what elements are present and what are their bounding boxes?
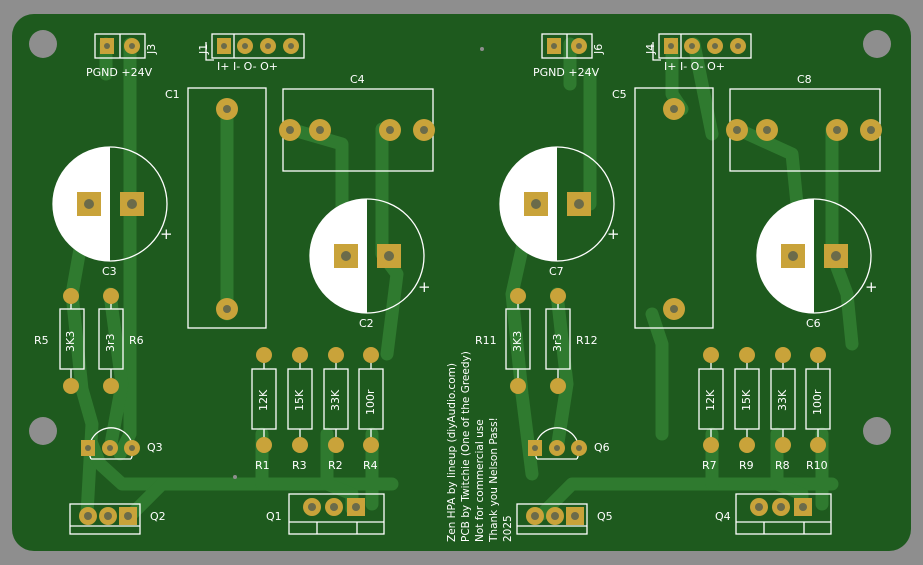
label-c2: C2 [359, 317, 374, 330]
label-j3: J3 [145, 43, 158, 54]
pads [63, 38, 882, 525]
value-r7: 12K [704, 389, 717, 411]
label-r4: R4 [363, 459, 378, 472]
label-q2: Q2 [150, 510, 166, 523]
label-r2: R2 [328, 459, 343, 472]
label-c7: C7 [549, 265, 564, 278]
value-r1: 12K [257, 389, 270, 411]
label-c3: C3 [102, 265, 117, 278]
value-r5: 3K3 [64, 330, 77, 352]
value-r3: 15K [293, 389, 306, 411]
board-substrate [12, 14, 911, 551]
credit-line: Thank you Nelson Pass! [488, 417, 500, 542]
label-c1: C1 [165, 88, 180, 101]
label-r1: R1 [255, 459, 270, 472]
value-r12: 3r3 [551, 333, 564, 352]
polarity-plus-c3: + [160, 225, 173, 243]
pcb-artwork [12, 14, 911, 551]
value-r9: 15K [740, 389, 753, 411]
credit-line: 2025 [502, 515, 514, 542]
label-j6: J6 [592, 43, 605, 54]
label-r7: R7 [702, 459, 717, 472]
label-r6: R6 [129, 334, 144, 347]
value-r10: 100r [811, 389, 824, 415]
polarity-plus-c7: + [607, 225, 620, 243]
label-pgnd-right: PGND +24V [533, 66, 600, 79]
label-c6: C6 [806, 317, 821, 330]
label-r8: R8 [775, 459, 790, 472]
label-r3: R3 [292, 459, 307, 472]
label-r5: R5 [34, 334, 49, 347]
label-q1: Q1 [266, 510, 282, 523]
credit-line: PCB by Twitchie (One of the Greedy) [460, 351, 472, 542]
label-j4: J4 [644, 43, 657, 54]
label-r9: R9 [739, 459, 754, 472]
polarity-plus-c2: + [418, 278, 431, 296]
label-r11: R11 [475, 334, 497, 347]
label-c8: C8 [797, 73, 812, 86]
label-io-left: I+ I- O- O+ [217, 60, 278, 73]
label-q6: Q6 [594, 441, 610, 454]
polarity-plus-c6: + [865, 278, 878, 296]
pcb-board: J3 J6 J1 J4 PGND +24V PGND +24V I+ I- O-… [12, 14, 911, 551]
label-r10: R10 [806, 459, 828, 472]
label-r12: R12 [576, 334, 598, 347]
mounting-holes [29, 30, 891, 445]
credits-text: Zen HPA by lineup (diyAudio.com) PCB by … [445, 351, 515, 542]
value-r4: 100r [364, 389, 377, 415]
label-j1: J1 [197, 43, 210, 54]
credit-line: Zen HPA by lineup (diyAudio.com) [446, 363, 458, 542]
value-r8: 33K [776, 389, 789, 411]
label-c5: C5 [612, 88, 627, 101]
credit-line: Not for commercial use [474, 419, 486, 542]
value-r6: 3r3 [104, 333, 117, 352]
label-q3: Q3 [147, 441, 163, 454]
label-io-right: I+ I- O- O+ [664, 60, 725, 73]
value-r11: 3K3 [511, 330, 524, 352]
label-q5: Q5 [597, 510, 613, 523]
value-r2: 33K [329, 389, 342, 411]
label-c4: C4 [350, 73, 365, 86]
silkscreen [59, 33, 881, 535]
label-q4: Q4 [715, 510, 731, 523]
label-pgnd-left: PGND +24V [86, 66, 153, 79]
